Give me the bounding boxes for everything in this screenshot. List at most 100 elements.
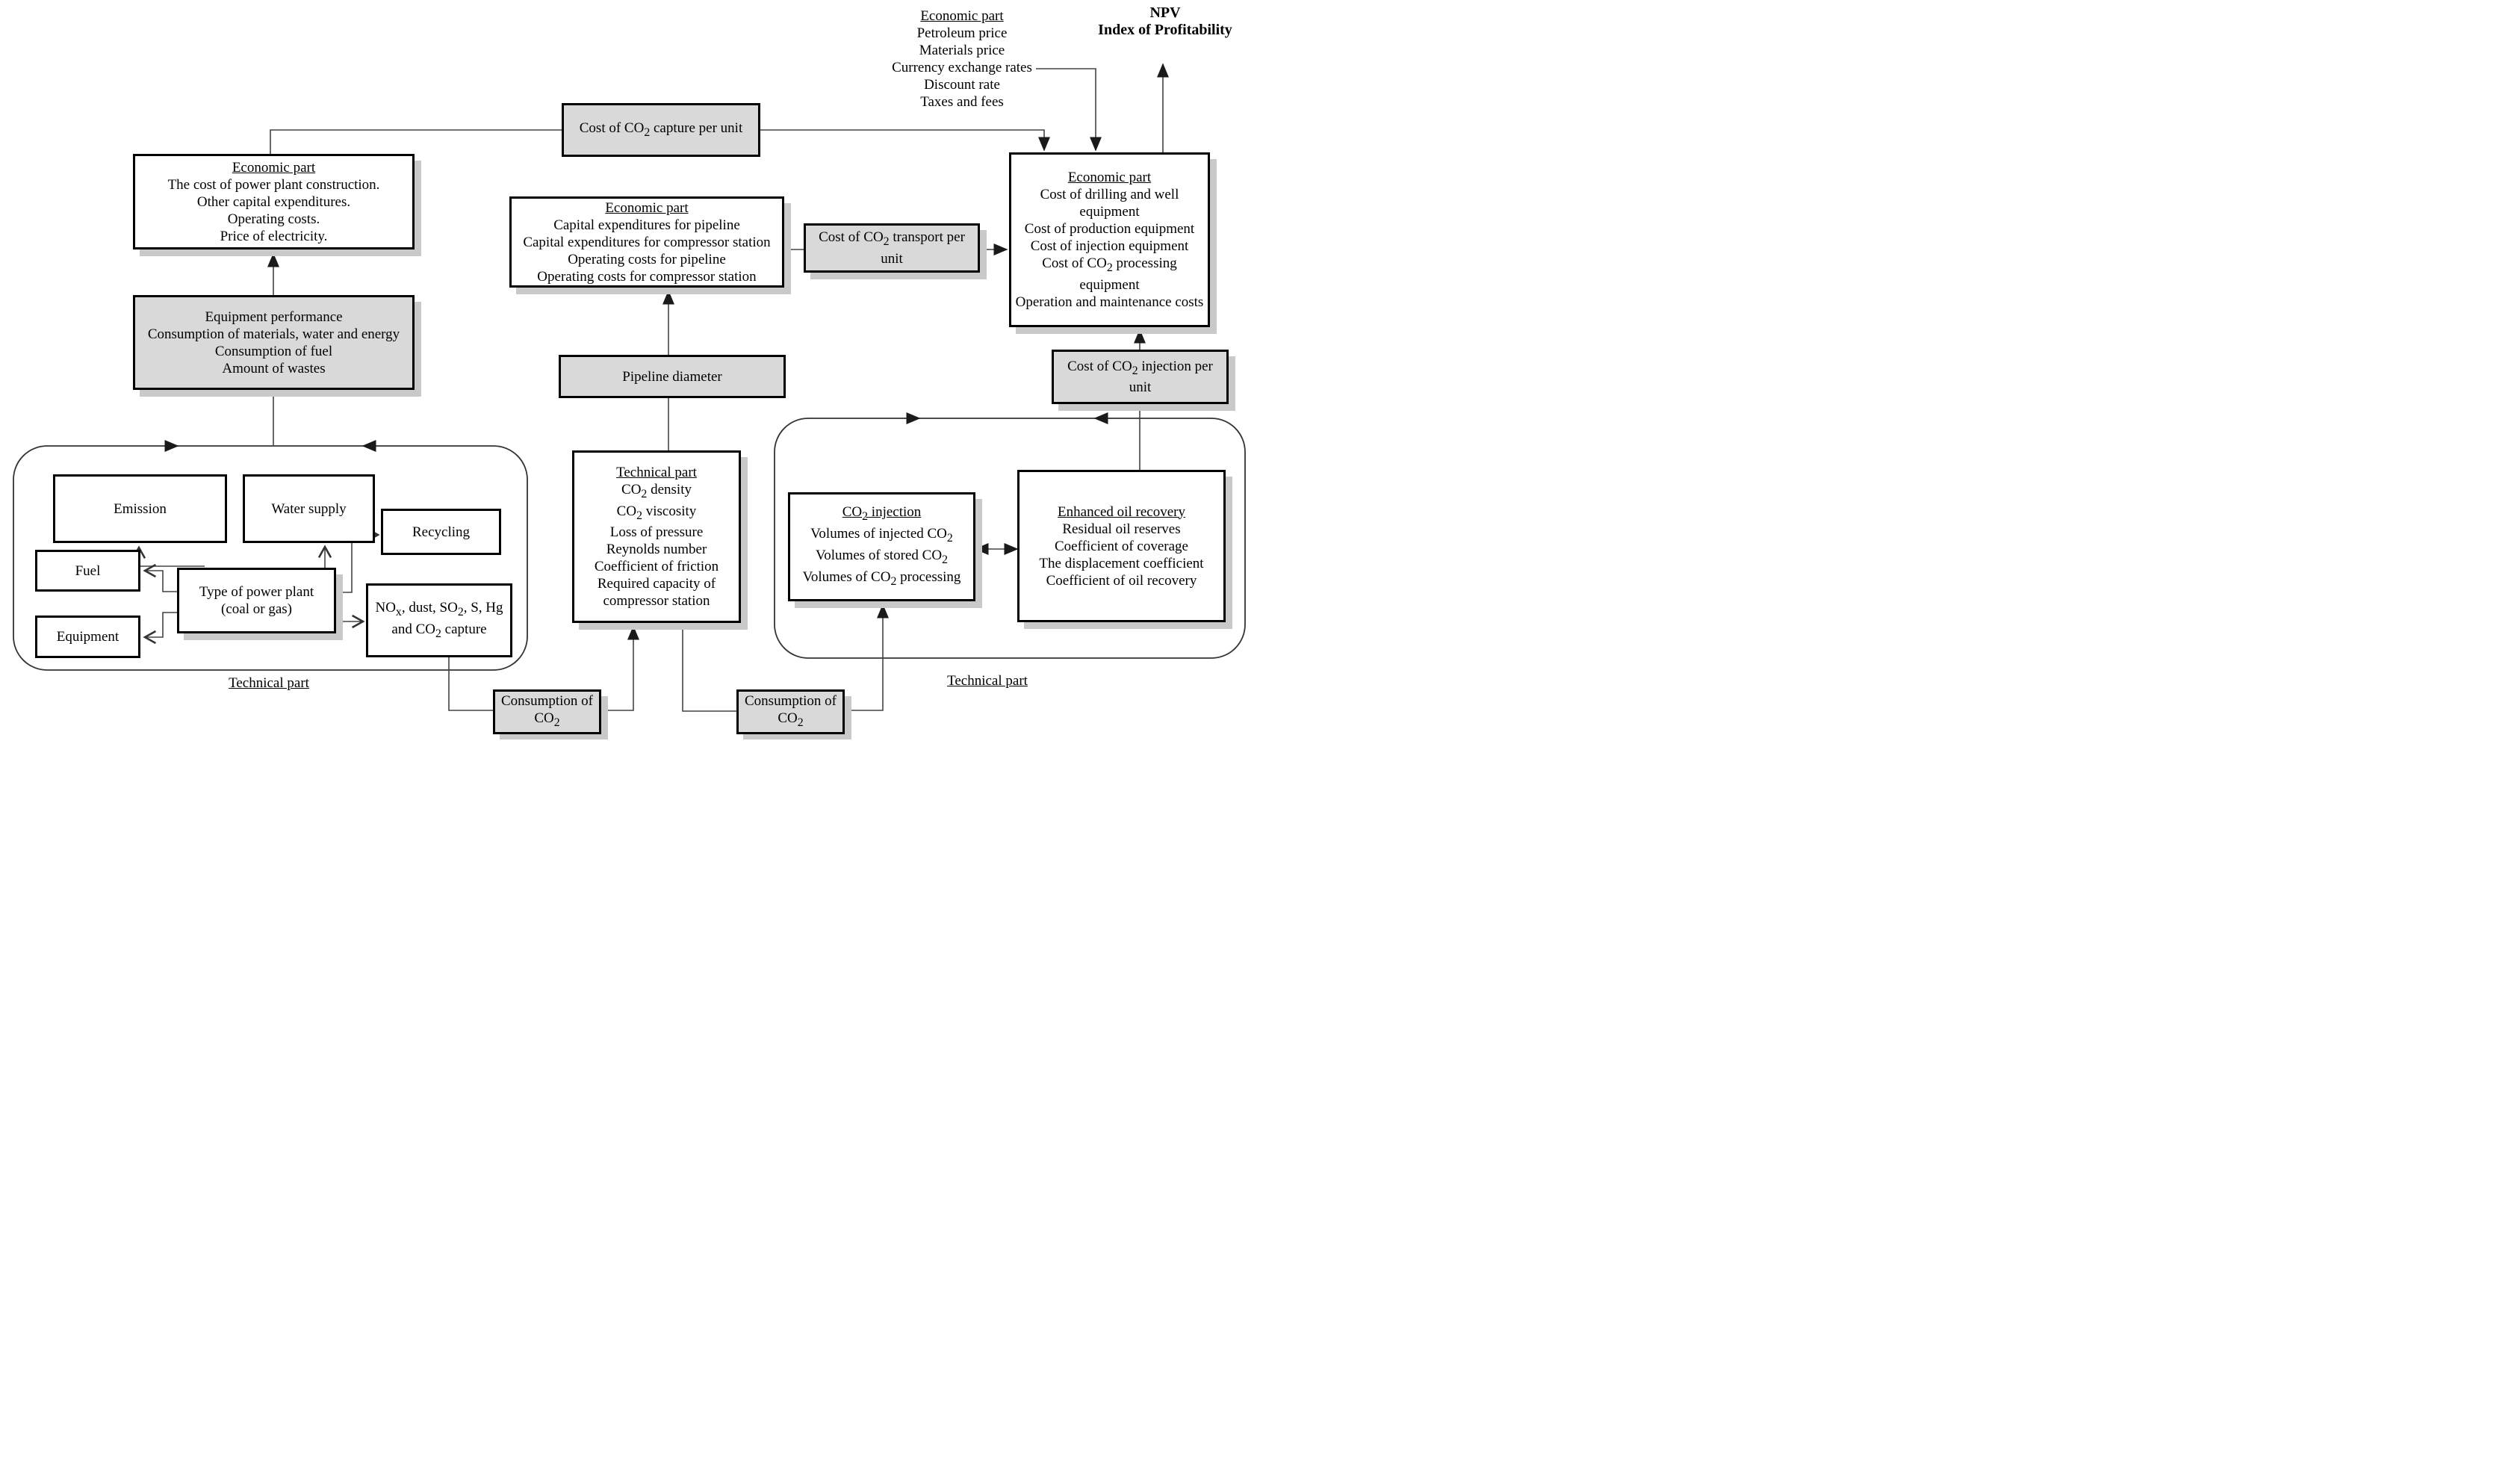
- box-line: Cost of production equipment: [1024, 221, 1195, 238]
- npv-line: Index of Profitability: [1098, 22, 1232, 38]
- connector: [270, 129, 562, 154]
- equipment-box: Equipment: [35, 616, 140, 658]
- technical-part-label-right: Technical part: [947, 673, 1028, 689]
- box-lines: The cost of power plant construction.Oth…: [168, 176, 380, 245]
- box-line: Residual oil reserves: [1062, 521, 1181, 537]
- box-text: Water supply: [271, 500, 347, 517]
- box-line: Taxes and fees: [920, 94, 1004, 110]
- box-line: CO2 density: [621, 481, 692, 500]
- injection-cost-box: Cost of CO2 injection per unit: [1052, 350, 1229, 404]
- box-text: Emission: [114, 500, 167, 517]
- box-line: Equipment performance: [205, 308, 343, 325]
- box-title: Technical part: [616, 464, 697, 480]
- box-text: NOx, dust, SO2, S, Hg and CO2 capture: [375, 599, 503, 640]
- power-plant-type-box: Type of power plant (coal or gas): [177, 568, 336, 633]
- box-line: Loss of pressure: [609, 524, 704, 541]
- box-line: Discount rate: [924, 77, 1000, 93]
- box-line: The displacement coefficient: [1039, 555, 1204, 571]
- recycling-box: Recycling: [381, 509, 501, 555]
- nox-capture-box: NOx, dust, SO2, S, Hg and CO2 capture: [366, 583, 512, 657]
- water-supply-box: Water supply: [243, 474, 375, 543]
- consumption-co2-box-right: Consumption of CO2: [736, 689, 845, 734]
- box-text: Cost of CO2 capture per unit: [579, 120, 743, 139]
- box-text: Pipeline diameter: [622, 368, 722, 385]
- box-text: Consumption of CO2: [501, 693, 593, 729]
- box-title: Enhanced oil recovery: [1058, 503, 1185, 520]
- box-line: Operating costs for pipeline: [568, 251, 726, 267]
- box-line: Other capital expenditures.: [196, 193, 351, 210]
- pipeline-diameter-box: Pipeline diameter: [559, 355, 786, 398]
- technical-container-right: [774, 418, 1246, 659]
- box-line: Required capacity of compressor station: [597, 576, 716, 610]
- box-line: Operating costs for compressor station: [537, 268, 757, 285]
- connector-arrow: [845, 604, 889, 711]
- box-title: Economic part: [1067, 170, 1152, 186]
- box-line: Capital expenditures for pipeline: [553, 217, 740, 233]
- box-line: Coefficient of friction: [594, 559, 719, 575]
- emission-box: Emission: [53, 474, 227, 543]
- connector-arrow: [1036, 68, 1102, 152]
- connector: [448, 657, 493, 711]
- box-line: Cost of injection equipment: [1030, 238, 1189, 255]
- connector: [682, 623, 736, 712]
- box-text: Type of power plant: [199, 584, 314, 600]
- enhanced-oil-recovery-box: Enhanced oil recovery Residual oil reser…: [1017, 470, 1226, 622]
- box-line: Volumes of stored CO2: [816, 548, 948, 566]
- technical-container-left: [13, 445, 528, 671]
- box-line: Volumes of injected CO2: [810, 526, 953, 545]
- box-line: Coefficient of coverage: [1054, 538, 1188, 554]
- box-line: Capital expenditures for compressor stat…: [523, 234, 771, 250]
- box-line: Coefficient of oil recovery: [1046, 572, 1197, 589]
- box-line: CO2 viscosity: [616, 503, 697, 522]
- transport-cost-box: Cost of CO2 transport per unit: [804, 223, 980, 273]
- box-text: Cost of CO2 injection per unit: [1067, 358, 1213, 396]
- consumption-co2-box-left: Consumption of CO2: [493, 689, 601, 734]
- power-plant-economic-box: Economic part The cost of power plant co…: [133, 154, 415, 249]
- connector-arrow: [760, 129, 1050, 152]
- box-line: Operation and maintenance costs: [1015, 294, 1204, 310]
- box-text: Equipment: [56, 629, 120, 645]
- box-line: Consumption of fuel: [214, 343, 333, 359]
- box-line: Materials price: [919, 43, 1005, 58]
- box-text: Consumption of CO2: [745, 693, 837, 729]
- connector-open-arrow: [143, 612, 177, 645]
- box-line: Consumption of materials, water and ener…: [147, 326, 400, 342]
- box-line: Amount of wastes: [222, 360, 326, 376]
- box-line: Price of electricity.: [220, 228, 328, 244]
- connector-open-arrow: [131, 545, 205, 567]
- box-text: Fuel: [75, 562, 101, 579]
- pipeline-economic-box: Economic part Capital expenditures for p…: [509, 196, 784, 288]
- box-line: Cost of CO2 processing equipment: [1042, 255, 1177, 293]
- fuel-box: Fuel: [35, 550, 140, 592]
- box-line: The cost of power plant construction.: [167, 176, 380, 193]
- npv-line: NPV: [1149, 4, 1181, 21]
- box-line: Petroleum price: [916, 25, 1008, 41]
- economic-inputs-title: Economic part: [920, 8, 1004, 24]
- box-line: Volumes of CO2 processing: [802, 568, 961, 588]
- box-text: (coal or gas): [221, 601, 292, 617]
- capture-cost-box: Cost of CO2 capture per unit: [562, 103, 760, 157]
- injection-economic-box: Economic part Cost of drilling and well …: [1009, 152, 1210, 327]
- box-title: Economic part: [605, 199, 689, 216]
- box-text: Cost of CO2 transport per unit: [819, 229, 965, 267]
- connector-open-arrow: [143, 563, 177, 592]
- box-line: Currency exchange rates: [892, 60, 1032, 75]
- box-line: Operating costs.: [227, 211, 320, 227]
- box-line: Cost of drilling and well equipment: [1040, 187, 1179, 220]
- box-title: CO2 injection: [842, 504, 922, 524]
- technical-part-containers: [13, 418, 1246, 671]
- technical-part-label-left: Technical part: [229, 675, 309, 691]
- box-title: Economic part: [232, 159, 316, 176]
- box-text: Recycling: [412, 524, 471, 540]
- npv-output: NPV Index of Profitability: [1076, 4, 1255, 39]
- box-line: Reynolds number: [606, 542, 707, 558]
